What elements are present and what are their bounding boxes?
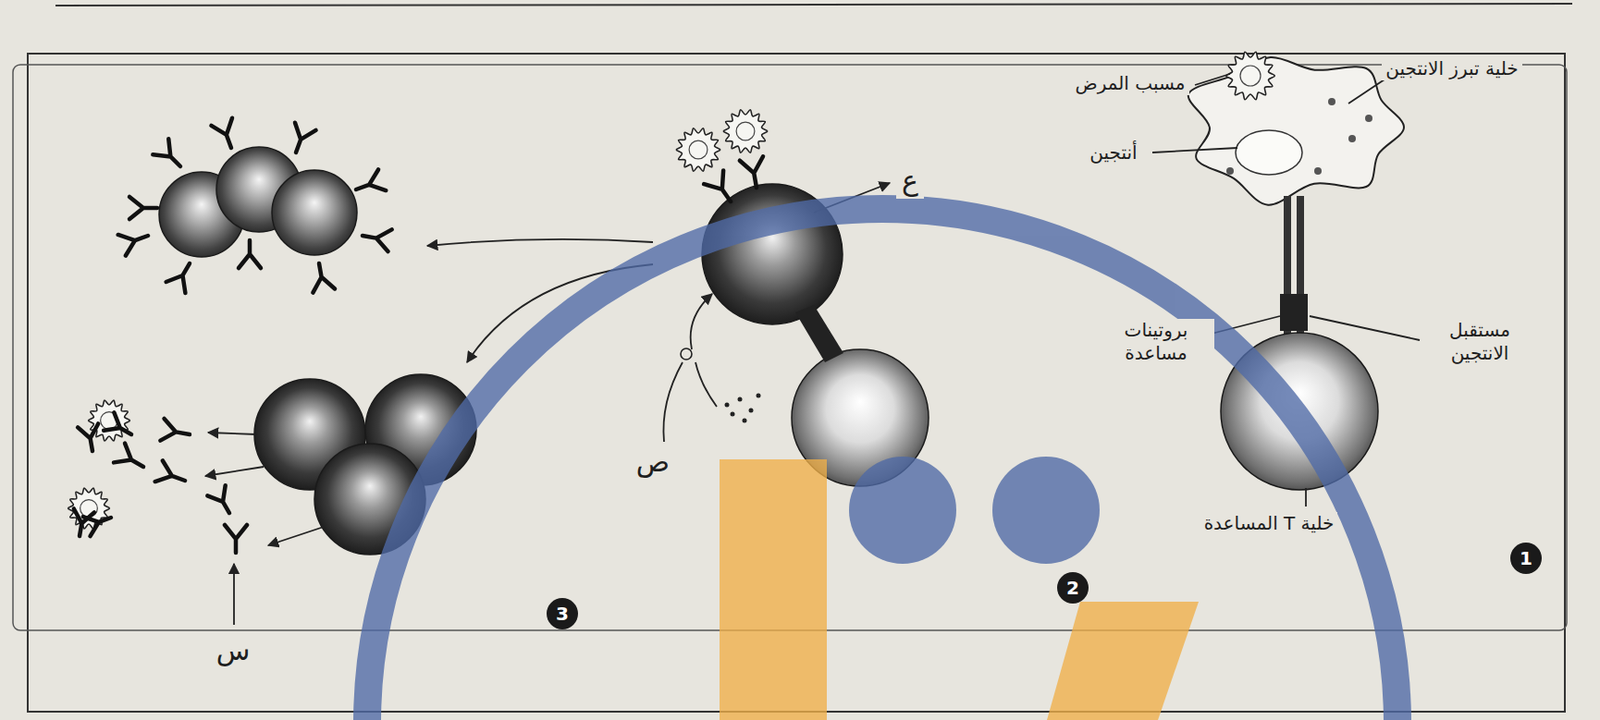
leader-line bbox=[1152, 147, 1238, 153]
antibody bbox=[703, 170, 740, 209]
callout-number: 1 bbox=[1510, 542, 1542, 575]
leader-line bbox=[695, 362, 717, 407]
part-label: مستقبل الانتجين bbox=[1421, 319, 1539, 366]
part-label: مسبب المرض bbox=[1070, 72, 1189, 96]
antibody bbox=[77, 423, 103, 453]
cytokine bbox=[742, 418, 748, 424]
antibody bbox=[207, 485, 238, 518]
callout-number: 2 bbox=[1057, 572, 1089, 604]
cytokine bbox=[738, 397, 743, 403]
antibody bbox=[739, 156, 769, 190]
part-label: خلية تبرز الانتجين bbox=[1381, 57, 1523, 81]
receptor-block bbox=[1280, 294, 1308, 332]
leader-line bbox=[1194, 73, 1231, 86]
part-label: أنتجين bbox=[1085, 141, 1141, 165]
leader-line bbox=[1304, 488, 1307, 507]
pathogen-core bbox=[1240, 65, 1261, 87]
antibody bbox=[285, 123, 317, 157]
watermark-dot bbox=[992, 456, 1100, 565]
pathogen-core bbox=[736, 122, 755, 141]
antibody bbox=[83, 507, 115, 537]
antibody bbox=[69, 508, 95, 538]
antibody bbox=[210, 118, 242, 152]
antibody bbox=[103, 412, 136, 444]
part-label: خلية T المساعدة bbox=[1200, 512, 1339, 536]
cytokine bbox=[725, 403, 730, 408]
leader-line bbox=[268, 527, 324, 546]
nucleus bbox=[1235, 130, 1303, 175]
leader-line bbox=[1309, 316, 1420, 341]
leader-line bbox=[205, 467, 264, 477]
pathogen-core bbox=[689, 140, 708, 160]
leader-line bbox=[208, 432, 258, 435]
leader-line bbox=[427, 239, 653, 247]
leader-line bbox=[233, 564, 235, 626]
vesicle bbox=[1365, 114, 1373, 123]
pathogen bbox=[723, 110, 768, 153]
antibody bbox=[352, 169, 386, 200]
antibody bbox=[129, 196, 158, 220]
watermark bbox=[367, 209, 1398, 720]
antibody bbox=[155, 460, 189, 492]
leader-line bbox=[1348, 77, 1388, 104]
antibody bbox=[307, 261, 335, 294]
watermark-dot bbox=[849, 456, 957, 565]
part-label: بروتينات مساعدة bbox=[1097, 319, 1215, 366]
cytokine bbox=[756, 393, 762, 399]
cytokine bbox=[749, 408, 754, 414]
antigen-presenting-cell bbox=[1188, 57, 1404, 206]
pathogen bbox=[676, 128, 721, 172]
antibody bbox=[160, 418, 192, 446]
vesicle bbox=[1314, 167, 1322, 175]
leader-line bbox=[690, 294, 713, 350]
header-rule bbox=[55, 3, 1573, 6]
leader-line bbox=[663, 362, 683, 443]
pathogen bbox=[1226, 51, 1276, 100]
vesicle bbox=[1348, 135, 1356, 143]
cytokine-marker bbox=[680, 348, 692, 360]
letter-label: س bbox=[210, 633, 257, 669]
antibody bbox=[166, 258, 200, 294]
watermark-ring bbox=[367, 209, 1398, 720]
receptor-link bbox=[795, 305, 844, 363]
watermark-comma bbox=[1046, 602, 1199, 720]
antibody bbox=[118, 225, 152, 257]
letter-label: ع bbox=[896, 163, 924, 199]
letter-label: ص bbox=[630, 444, 676, 480]
vesicle bbox=[1226, 167, 1234, 175]
pathogen bbox=[88, 400, 131, 442]
callout-number: 3 bbox=[546, 598, 579, 630]
antibody bbox=[152, 138, 188, 174]
antibody bbox=[238, 240, 261, 269]
vesicle bbox=[1328, 98, 1336, 106]
antibody bbox=[360, 224, 393, 252]
watermark-bar bbox=[719, 459, 827, 720]
antibody bbox=[113, 443, 149, 478]
antibody bbox=[224, 525, 247, 554]
cytokine bbox=[730, 412, 736, 418]
memory-cell bbox=[271, 170, 357, 256]
